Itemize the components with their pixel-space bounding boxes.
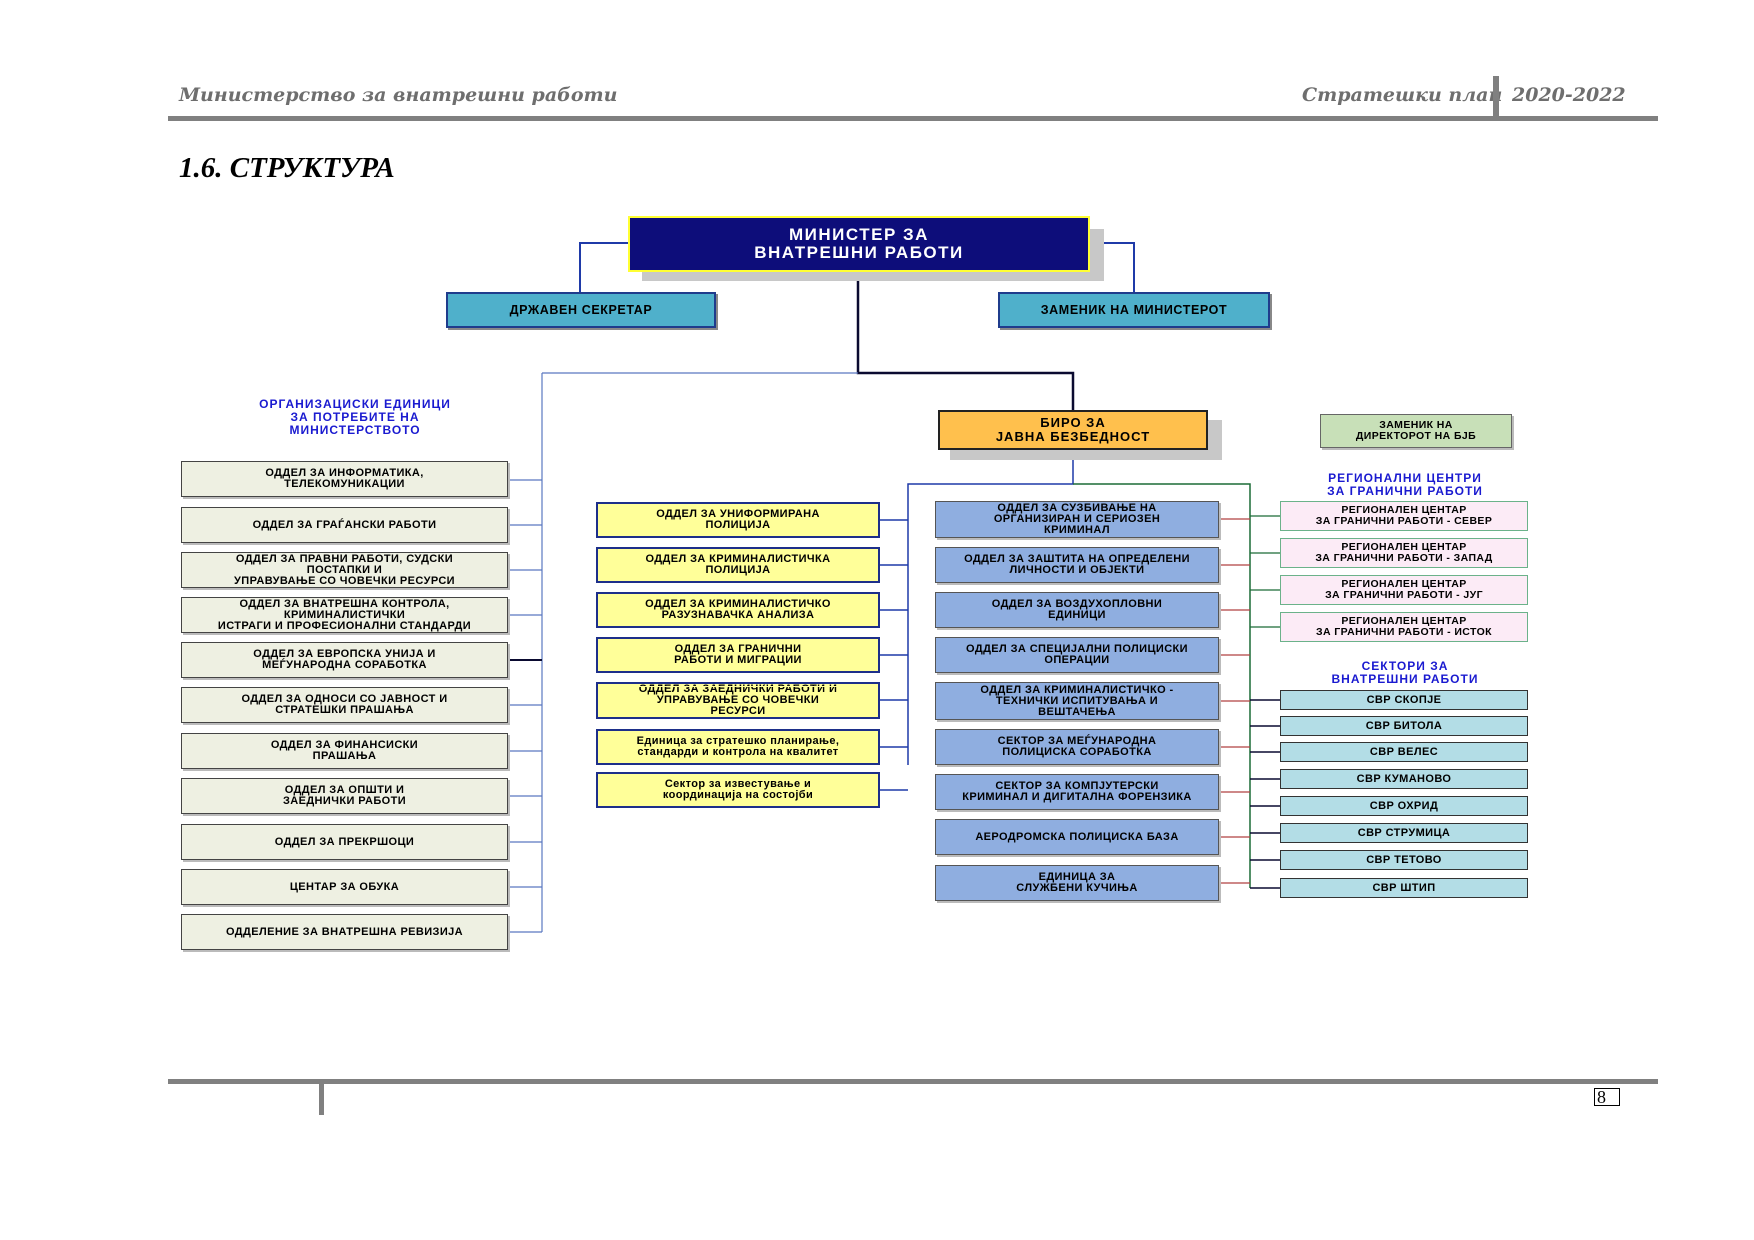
left-unit-box: ОДДЕЛ ЗА ЕВРОПСКА УНИЈА И МЕЃУНАРОДНА СО… <box>181 642 508 678</box>
bureau-unit-box: ОДДЕЛ ЗА КРИМИНАЛИСТИЧКО - ТЕХНИЧКИ ИСПИ… <box>935 682 1219 720</box>
footer-vertical-divider <box>319 1084 324 1115</box>
bureau-unit-box: АЕРОДРОМСКА ПОЛИЦИСКА БАЗА <box>935 819 1219 855</box>
state-secretary-box: ДРЖАВЕН СЕКРЕТАР <box>446 292 716 328</box>
regional-center-box: РЕГИОНАЛЕН ЦЕНТАР ЗА ГРАНИЧНИ РАБОТИ - З… <box>1280 538 1528 568</box>
bureau-unit-box: ОДДЕЛ ЗА СУЗБИВАЊЕ НА ОРГАНИЗИРАН И СЕРИ… <box>935 501 1219 538</box>
deputy-director-box: ЗАМЕНИК НА ДИРЕКТОРОТ НА БЈБ <box>1320 414 1512 448</box>
sector-box: СВР СТРУМИЦА <box>1280 823 1528 843</box>
regional-centers-title: РЕГИОНАЛНИ ЦЕНТРИ ЗА ГРАНИЧНИ РАБОТИ <box>1327 471 1483 498</box>
bureau-unit-box: ОДДЕЛ ЗА ВОЗДУХОПЛОВНИ ЕДИНИЦИ <box>935 592 1219 628</box>
header-plan-title: Стратешки план <box>1302 84 1503 106</box>
left-unit-box: ОДДЕЛ ЗА ИНФОРМАТИКА, ТЕЛЕКОМУНИКАЦИИ <box>181 461 508 497</box>
sector-box: СВР КУМАНОВО <box>1280 769 1528 789</box>
left-unit-box: ОДДЕЛ ЗА ПРАВНИ РАБОТИ, СУДСКИ ПОСТАПКИ … <box>181 552 508 588</box>
left-unit-box: ОДДЕЛ ЗА ПРЕКРШОЦИ <box>181 824 508 860</box>
police-unit-box: ОДДЕЛ ЗА ГРАНИЧНИ РАБОТИ И МИГРАЦИИ <box>596 637 880 673</box>
police-unit-box: Сектор за известување и координација на … <box>596 772 880 808</box>
left-unit-box: ОДДЕЛ ЗА ВНАТРЕШНА КОНТРОЛА, КРИМИНАЛИСТ… <box>181 597 508 633</box>
sector-box: СВР ШТИП <box>1280 878 1528 898</box>
header-rule <box>168 116 1658 121</box>
sector-box: СВР БИТОЛА <box>1280 716 1528 736</box>
left-unit-box: ОДДЕЛ ЗА ОПШТИ И ЗАЕДНИЧКИ РАБОТИ <box>181 778 508 814</box>
left-unit-box: ЦЕНТАР ЗА ОБУКА <box>181 869 508 905</box>
bureau-unit-box: ОДДЕЛ ЗА ЗАШТИТА НА ОПРЕДЕЛЕНИ ЛИЧНОСТИ … <box>935 547 1219 583</box>
header-ministry: Министерство за внатрешни работи <box>179 84 618 106</box>
bureau-unit-box: СЕКТОР ЗА МЕЃУНАРОДНА ПОЛИЦИСКА СОРАБОТК… <box>935 729 1219 765</box>
sectors-title: СЕКТОРИ ЗА ВНАТРЕШНИ РАБОТИ <box>1331 659 1479 686</box>
left-units-title: ОРГАНИЗАЦИСКИ ЕДИНИЦИ ЗА ПОТРЕБИТЕ НА МИ… <box>259 397 451 437</box>
sector-box: СВР СКОПЈЕ <box>1280 690 1528 710</box>
bureau-unit-box: ЕДИНИЦА ЗА СЛУЖБЕНИ КУЧИЊА <box>935 865 1219 901</box>
bureau-unit-box: ОДДЕЛ ЗА СПЕЦИЈАЛНИ ПОЛИЦИСКИ ОПЕРАЦИИ <box>935 637 1219 673</box>
header-vertical-divider <box>1493 76 1499 116</box>
left-unit-box: ОДДЕЛ ЗА ОДНОСИ СО ЈАВНОСТ И СТРАТЕШКИ П… <box>181 687 508 723</box>
bureau-box: БИРО ЗА ЈАВНА БЕЗБЕДНОСТ <box>938 410 1208 450</box>
page-number: 8 <box>1594 1088 1620 1106</box>
sector-box: СВР ОХРИД <box>1280 796 1528 816</box>
left-unit-box: ОДДЕЛ ЗА ГРАЃАНСКИ РАБОТИ <box>181 507 508 543</box>
police-unit-box: ОДДЕЛ ЗА КРИМИНАЛИСТИЧКА ПОЛИЦИЈА <box>596 547 880 583</box>
police-unit-box: ОДДЕЛ ЗА КРИМИНАЛИСТИЧКО РАЗУЗНАВАЧКА АН… <box>596 592 880 628</box>
header-years: 2020-2022 <box>1512 84 1626 106</box>
left-unit-box: ОДДЕЛЕНИЕ ЗА ВНАТРЕШНА РЕВИЗИЈА <box>181 914 508 950</box>
bureau-unit-box: СЕКТОР ЗА КОМПЈУТЕРСКИ КРИМИНАЛ И ДИГИТА… <box>935 774 1219 810</box>
regional-center-box: РЕГИОНАЛЕН ЦЕНТАР ЗА ГРАНИЧНИ РАБОТИ - С… <box>1280 501 1528 531</box>
police-unit-box: ОДДЕЛ ЗА УНИФОРМИРАНА ПОЛИЦИЈА <box>596 502 880 538</box>
sector-box: СВР ТЕТОВО <box>1280 850 1528 870</box>
police-unit-box: Единица за стратешко планирање, стандард… <box>596 729 880 765</box>
deputy-minister-box: ЗАМЕНИК НА МИНИСТЕРОТ <box>998 292 1270 328</box>
regional-center-box: РЕГИОНАЛЕН ЦЕНТАР ЗА ГРАНИЧНИ РАБОТИ - Ј… <box>1280 575 1528 605</box>
regional-center-box: РЕГИОНАЛЕН ЦЕНТАР ЗА ГРАНИЧНИ РАБОТИ - И… <box>1280 612 1528 642</box>
sector-box: СВР ВЕЛЕС <box>1280 742 1528 762</box>
left-unit-box: ОДДЕЛ ЗА ФИНАНСИСКИ ПРАШАЊА <box>181 733 508 769</box>
footer-rule <box>168 1079 1658 1084</box>
minister-box: МИНИСТЕР ЗА ВНАТРЕШНИ РАБОТИ <box>628 216 1090 272</box>
section-heading: 1.6. СТРУКТУРА <box>179 152 395 184</box>
police-unit-box: ОДДЕЛ ЗА ЗАЕДНИЧКИ РАБОТИ И УПРАВУВАЊЕ С… <box>596 682 880 719</box>
